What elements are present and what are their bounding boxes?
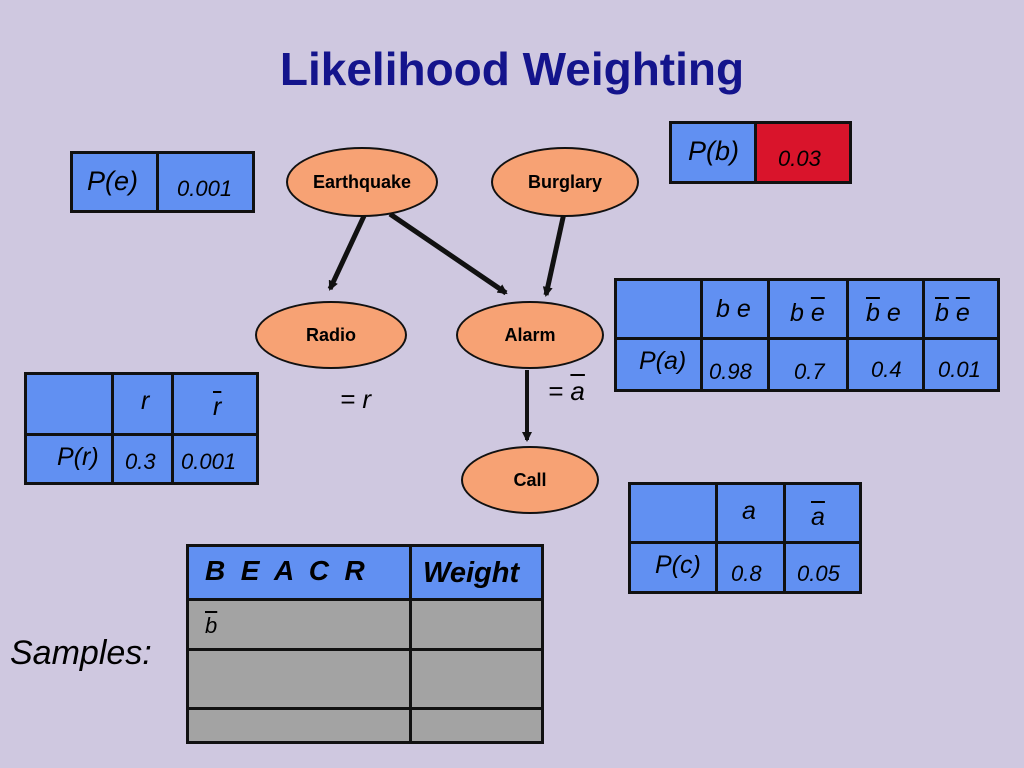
p-c-vline-1 xyxy=(715,485,718,591)
p-a-value-3: 0.4 xyxy=(871,357,902,382)
node-burglary: Burglary xyxy=(491,147,639,217)
p-a-vline-1 xyxy=(700,281,703,389)
p-r-header-r: r xyxy=(141,387,150,415)
samples-table: B E A C R Weight b xyxy=(186,544,544,744)
p-a-vline-2 xyxy=(767,281,770,389)
p-b-value: 0.03 xyxy=(778,146,821,171)
p-r-vline-2 xyxy=(171,375,174,482)
p-c-header-a: a xyxy=(742,497,756,525)
p-a-vline-4 xyxy=(922,281,925,389)
node-radio: Radio xyxy=(255,301,407,369)
p-b-value-cell xyxy=(757,124,849,181)
samples-vline xyxy=(409,547,412,741)
radio-evidence-note: = r xyxy=(340,384,372,414)
p-a-value-2: 0.7 xyxy=(794,359,825,384)
p-b-divider xyxy=(754,124,757,181)
p-a-hline xyxy=(617,337,997,340)
p-a-value-1: 0.98 xyxy=(709,359,752,384)
p-c-value-not-a: 0.05 xyxy=(797,561,840,586)
p-c-vline-2 xyxy=(783,485,786,591)
p-a-header-b-e: b e xyxy=(716,295,751,323)
p-a-row-label: P(a) xyxy=(639,347,687,375)
samples-columns-header: B E A C R xyxy=(205,555,365,586)
samples-hline-1 xyxy=(189,598,541,601)
p-a-header-nob-e: b e xyxy=(866,299,901,327)
samples-hline-3 xyxy=(189,707,541,710)
p-a-header-b-note: b e xyxy=(790,299,825,327)
p-a-header-nob-note: b e xyxy=(935,299,970,327)
p-c-table: a a P(c) 0.8 0.05 xyxy=(628,482,862,594)
p-b-label: P(b) xyxy=(688,136,740,166)
samples-label: Samples: xyxy=(10,634,152,672)
p-r-hline xyxy=(27,433,256,436)
p-e-label: P(e) xyxy=(87,166,139,196)
samples-hline-2 xyxy=(189,648,541,651)
p-e-divider xyxy=(156,154,159,210)
samples-weight-header: Weight xyxy=(423,557,520,589)
node-earthquake: Earthquake xyxy=(286,147,438,217)
p-r-value-r: 0.3 xyxy=(125,449,156,474)
samples-header-bg xyxy=(189,547,541,598)
p-c-row-label: P(c) xyxy=(655,551,701,579)
edge-earthquake-alarm xyxy=(388,211,508,296)
sample-row-1-assignment: b xyxy=(205,613,218,638)
p-a-table: b e b e b e b e P(a) 0.98 0.7 0.4 0.01 xyxy=(614,278,1000,392)
node-call: Call xyxy=(461,446,599,514)
edge-burglary-alarm xyxy=(542,212,567,297)
p-e-table: P(e) 0.001 xyxy=(70,151,255,213)
p-c-hline xyxy=(631,541,859,544)
p-a-vline-3 xyxy=(846,281,849,389)
p-e-value: 0.001 xyxy=(177,176,233,201)
node-alarm: Alarm xyxy=(456,301,604,369)
p-a-value-4: 0.01 xyxy=(938,357,981,382)
p-c-value-a: 0.8 xyxy=(731,561,762,586)
edge-earthquake-radio xyxy=(327,214,367,291)
p-r-row-label: P(r) xyxy=(57,443,99,471)
p-r-table: r r P(r) 0.3 0.001 xyxy=(24,372,259,485)
p-b-table: P(b) 0.03 xyxy=(669,121,852,184)
p-r-header-not-r: r xyxy=(213,393,222,421)
p-r-value-not-r: 0.001 xyxy=(181,449,237,474)
page-title: Likelihood Weighting xyxy=(279,43,745,95)
p-r-vline-1 xyxy=(111,375,114,482)
p-c-header-not-a: a xyxy=(811,503,825,531)
alarm-evidence-note: = a xyxy=(548,376,585,406)
alarm-evidence-value: a xyxy=(570,376,585,406)
